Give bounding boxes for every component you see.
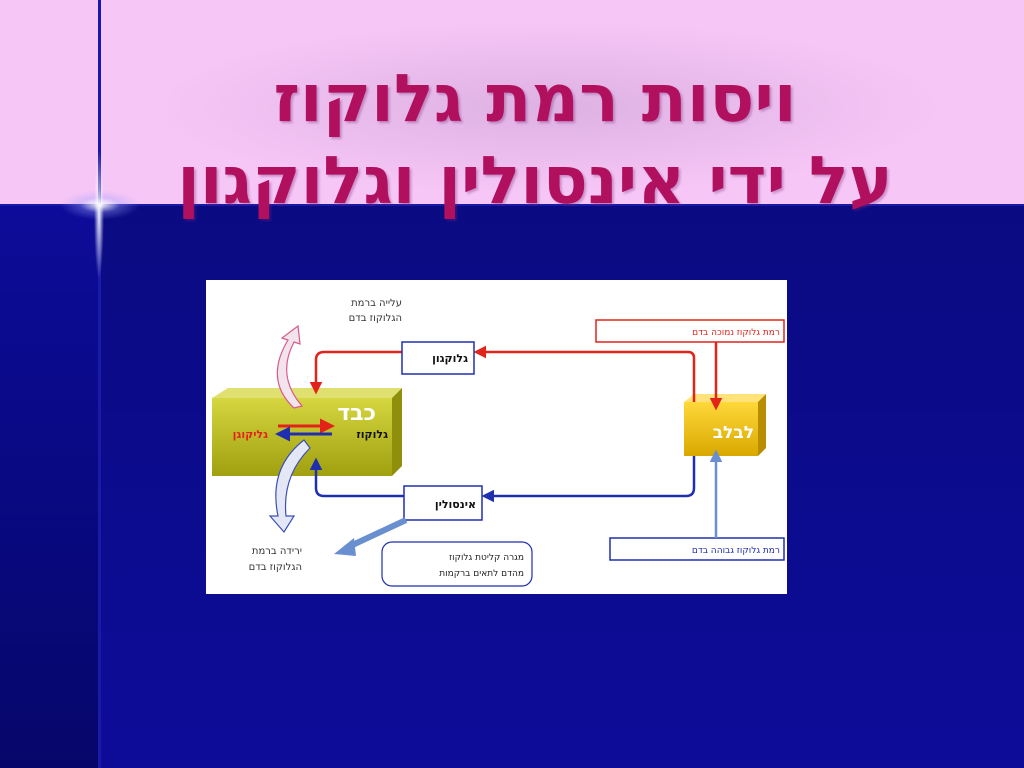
uptake-text-line2: מהדם לתאים ברקמות — [439, 569, 524, 579]
drop-text-line1: ירידה ברמת — [252, 546, 302, 557]
drop-text-line2: הגלוקוז בדם — [249, 562, 302, 573]
glucose-regulation-diagram: כבד גלוקוז גליקוגן לבלב רמת גלוקוז נמוכה… — [206, 280, 787, 594]
insulin-to-liver-arrow — [309, 457, 404, 498]
glucagon-text: גלוקגון — [432, 352, 468, 365]
left-band — [0, 205, 99, 768]
pancreas-label: לבלב — [713, 423, 754, 443]
liver-block — [212, 388, 402, 476]
uptake-text-line1: מגרה קליטת גלוקוז — [449, 553, 524, 563]
glucose-label: גלוקוז — [356, 428, 388, 441]
uptake-arrow-head — [334, 538, 356, 556]
uptake-note-box — [381, 541, 533, 587]
glycogen-label: גליקוגן — [233, 428, 268, 441]
header-band — [0, 0, 1024, 205]
high-glucose-text: רמת גלוקוז גבוהה בדם — [692, 546, 780, 556]
uptake-arrow-shaft — [344, 517, 408, 551]
low-glucose-box — [595, 319, 785, 343]
rise-curved-arrow — [276, 324, 304, 409]
vertical-divider — [98, 0, 101, 768]
title-line-2: על ידי אינסולין וגלוקגון — [177, 142, 893, 219]
pancreas-block — [684, 394, 766, 456]
pancreas-to-insulin-arrow — [481, 456, 696, 503]
drop-curved-arrow — [268, 439, 311, 534]
pancreas-to-glucagon-arrow — [473, 345, 696, 402]
slide-title: ויסות רמת גלוקוז על ידי אינסולין וגלוקגו… — [110, 58, 960, 222]
glucagon-box — [401, 341, 475, 375]
high-glucose-box — [609, 537, 785, 561]
corner-glow-vertical — [94, 150, 104, 280]
low-glucose-text: רמת גלוקוז נמוכה בדם — [692, 328, 780, 338]
diagram-svg: כבד גלוקוז גליקוגן לבלב רמת גלוקוז נמוכה… — [212, 298, 785, 587]
rise-text-line2: הגלוקוז בדם — [349, 313, 402, 324]
liver-label: כבד — [337, 401, 376, 426]
insulin-text: אינסולין — [435, 498, 476, 511]
insulin-box — [403, 485, 483, 521]
glucagon-to-liver-arrow — [309, 350, 402, 395]
title-line-1: ויסות רמת גלוקוז — [273, 60, 797, 137]
rise-text-line1: עלייה ברמת — [351, 298, 402, 309]
horizontal-divider — [0, 204, 1024, 206]
